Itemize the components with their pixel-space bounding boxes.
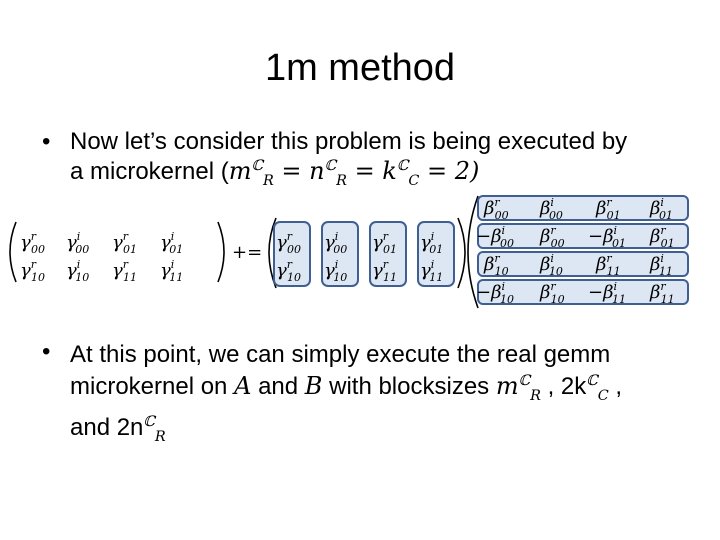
bullet-1-line-1: Now let’s consider this problem is being… — [70, 128, 628, 155]
bullet-text-1: Now let’s consider this problem is being… — [70, 130, 710, 193]
beta-row-block — [477, 279, 689, 305]
formula-sub: C — [408, 172, 420, 189]
blocksize-n-script: ℂR — [143, 413, 165, 445]
bullet-2-and: and — [251, 373, 305, 400]
plus-equals: += — [232, 242, 262, 263]
bullet-2-line-3: and 2nℂR — [70, 409, 710, 450]
lhs-right-paren — [217, 221, 225, 283]
formula-m: m — [228, 157, 252, 185]
formula-sub: R — [154, 428, 166, 445]
formula-sub: R — [530, 387, 541, 404]
formula-sub: R — [262, 172, 274, 189]
bullet-2-with: with blocksizes — [322, 373, 496, 400]
gamma-column-block — [417, 221, 455, 287]
beta-row-block — [477, 195, 689, 221]
bullet-1-line-2: a microkernel (mℂR = nℂR = kℂC = 2) — [70, 154, 710, 193]
formula-sup: ℂ — [518, 373, 531, 389]
bullet-2-line-2: microkernel on A and B with blocksizes m… — [70, 368, 710, 409]
blocksize-m-letter: m — [495, 372, 519, 400]
blocksize-k-script: ℂC — [586, 372, 608, 404]
rhs-left-paren — [467, 195, 479, 309]
bullet-2-comma: , — [608, 373, 623, 400]
formula-end: = 2) — [419, 157, 480, 185]
gamma-column-block — [321, 221, 359, 287]
gamma-column-block — [369, 221, 407, 287]
formula-k: = k — [346, 157, 397, 185]
bullet-text-2: At this point, we can simply execute the… — [70, 342, 710, 450]
formula-sup: ℂ — [324, 158, 337, 174]
formula-n: = n — [273, 157, 325, 185]
beta-row-block — [477, 251, 689, 277]
bullet-2-text-a: microkernel on — [70, 373, 235, 400]
middle-right-paren — [457, 217, 466, 289]
bullet-2-line-1: At this point, we can simply execute the… — [70, 341, 611, 368]
beta-row-block — [477, 223, 689, 249]
formula-sup: ℂ — [586, 373, 598, 389]
bullet-marker: • — [42, 338, 51, 365]
formula-sup: ℂ — [251, 158, 263, 174]
matrix-A: A — [234, 372, 252, 400]
matrix-B: B — [304, 372, 323, 400]
formula-block-sizes: mℂR = nℂR = kℂC = 2) — [228, 157, 480, 189]
gamma-column-block — [273, 221, 311, 287]
blocksize-2k: , 2k — [540, 373, 587, 400]
slide-title: 1m method — [264, 47, 456, 89]
bullet-1-line-2-text: a microkernel ( — [70, 158, 229, 185]
blocksize-2n: and 2n — [70, 413, 144, 441]
bullet-marker: • — [42, 128, 51, 155]
lhs-left-paren — [9, 221, 17, 283]
formula-sup: ℂ — [396, 158, 409, 174]
formula-sub: C — [597, 387, 609, 404]
formula-sub: R — [336, 172, 347, 189]
formula-sup: ℂ — [143, 413, 155, 430]
blocksize-m: mℂR — [495, 372, 541, 404]
